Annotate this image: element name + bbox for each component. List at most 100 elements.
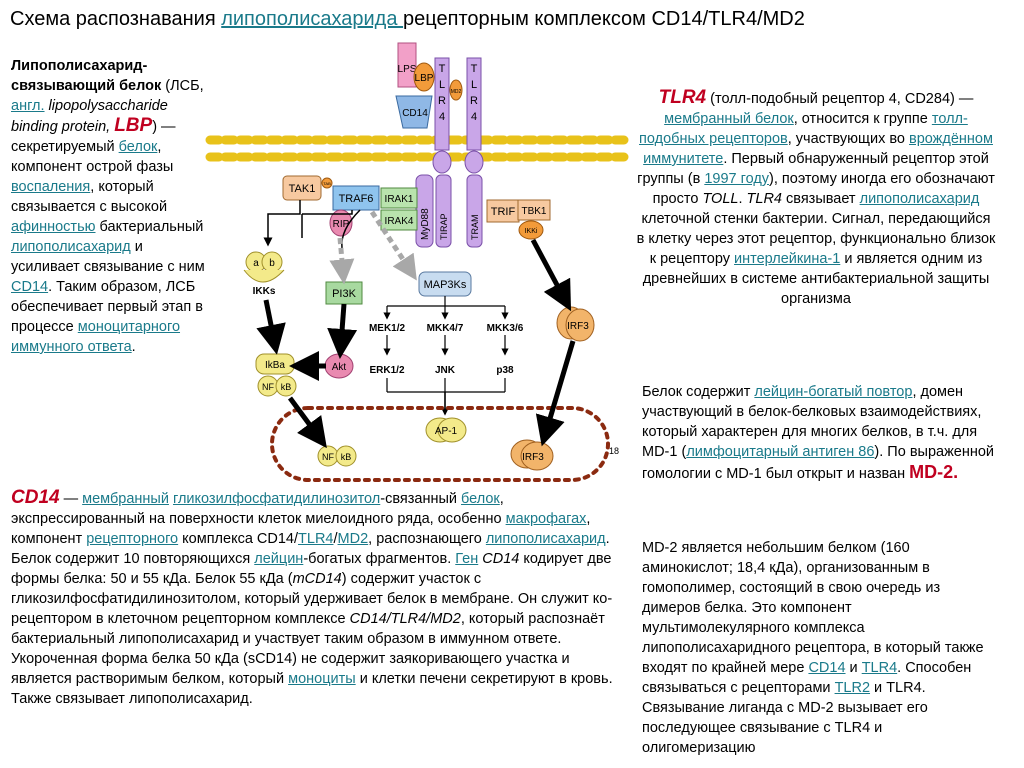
lps-label: LPS [398, 64, 417, 75]
lbp-description: Липополисахарид-связывающий белок (ЛСБ, … [11, 56, 206, 357]
link-cd14-2[interactable]: CD14 [808, 660, 846, 676]
text: TOLL [702, 191, 739, 207]
text: кодирует две формы белка: 50 и 55 кДа. Б… [11, 551, 612, 587]
ikki-shape [518, 220, 544, 240]
link-md2[interactable]: MD2 [337, 531, 369, 547]
nucleus-boundary [270, 406, 610, 482]
text: ) содержит участок с гликозилфосфатидили… [11, 571, 613, 627]
cd14-shape [395, 95, 433, 129]
irf3-label: IRF3 [567, 321, 589, 332]
jnk-label: JNK [435, 365, 456, 376]
link-receptor[interactable]: рецепторного [86, 531, 179, 547]
text: ), поэтому иногда его обозначают просто [652, 171, 995, 207]
tirap-shape [435, 174, 452, 248]
link-belok[interactable]: белок [118, 139, 158, 155]
text: и усиливает связывание с ним [11, 239, 205, 275]
link-vospalenie[interactable]: воспаления [11, 179, 91, 195]
tbk1-box [517, 199, 551, 221]
arrows [263, 200, 361, 249]
link-lrr[interactable]: лейцин-богатый повтор [754, 384, 913, 400]
link-toll-like[interactable]: толл-подобных рецепторов [639, 111, 968, 147]
text: бактериальный [95, 219, 204, 235]
link-leucine[interactable]: лейцин [254, 551, 304, 567]
link-gene[interactable]: Ген [455, 551, 479, 567]
cd14-shape-label: CD14 [402, 108, 428, 119]
akt-label: Akt [332, 362, 347, 373]
md2-description: MD-2 является небольшим белком (160 амин… [642, 538, 998, 758]
tlr4-label: TLR4 [658, 87, 707, 108]
p38-label: p38 [496, 365, 514, 376]
page-title: Схема распознавания липополисахарида рец… [10, 8, 805, 31]
link-cd14[interactable]: CD14 [11, 279, 49, 295]
text: . Белок содержит 10 повторяющихся [11, 531, 610, 567]
link-macrophages[interactable]: макрофагах [505, 511, 587, 527]
link-innate-immunity[interactable]: врождённом иммунитете [643, 131, 993, 167]
cd14-label: CD14 [11, 487, 60, 508]
tab-label: TAB [323, 181, 331, 186]
link-lps-3[interactable]: липополисахарид [485, 531, 606, 547]
mkk36-label: MKK3/6 [487, 323, 524, 334]
text: , относится к группе [793, 111, 932, 127]
tram-label: TRAM [470, 215, 480, 241]
lps-shape [397, 42, 417, 88]
irf3-shape-2 [565, 308, 595, 342]
link-tlr4[interactable]: TLR4 [861, 660, 898, 676]
page-number: 18 [609, 446, 619, 456]
tlr-letter: T [439, 63, 446, 75]
link-tlr4-2[interactable]: TLR4 [298, 531, 334, 547]
text: MD-2 является небольшим белком (160 амин… [642, 540, 984, 676]
text: . [738, 191, 747, 207]
text: TLR4 [746, 191, 782, 207]
link-angl[interactable]: англ. [11, 98, 45, 114]
text: — [59, 491, 83, 507]
title-link-lps[interactable]: липополисахарида [221, 8, 404, 30]
title-text-end: рецепторным комплексом CD14/TLR4/MD2 [403, 8, 805, 30]
link-membrane[interactable]: мембранный [82, 491, 169, 507]
link-monocytes[interactable]: моноциты [288, 671, 356, 687]
pi3k-label: PI3K [332, 288, 357, 300]
text: . Первый обнаруженный рецептор этой груп… [637, 151, 989, 187]
text: , домен участвующий в белок-белковых вза… [642, 384, 982, 460]
md2-shape [449, 79, 463, 101]
trif-label: TRIF [491, 206, 516, 218]
text: , участвующих во [787, 131, 910, 147]
ikba-label: IkBa [265, 360, 285, 371]
md2-label: MD-2. [909, 462, 959, 482]
erk12-label: ERK1/2 [369, 365, 404, 376]
link-afinnost[interactable]: афинностью [11, 219, 96, 235]
lbp-shape-label: LBP [415, 73, 434, 84]
title-text: Схема распознавания [10, 8, 222, 30]
link-gpi[interactable]: гликозилфосфатидилинозитол [172, 491, 381, 507]
link-tlr2[interactable]: TLR2 [834, 680, 871, 696]
text: и является одним из древнейших в системе… [642, 251, 990, 307]
kb-shape [275, 375, 297, 397]
link-ly86[interactable]: лимфоцитарный антиген 86 [686, 444, 875, 460]
text: клеточной стенки бактерии. Сигнал, перед… [636, 211, 996, 267]
link-il1[interactable]: интерлейкина-1 [734, 251, 841, 267]
text: , который распознаёт бактериальный липоп… [11, 611, 605, 687]
link-protein[interactable]: белок [461, 491, 500, 507]
tak1-label: TAK1 [289, 183, 316, 195]
lbp-heading: Липополисахарид-связывающий белок [11, 58, 162, 94]
text: ) — секретируемый [11, 119, 176, 155]
link-lps[interactable]: липополисахарид [11, 239, 131, 255]
ap1-right [437, 417, 467, 443]
text: (ЛСБ, [161, 78, 204, 94]
link-lps-2[interactable]: липополисахарид [859, 191, 980, 207]
lbp-label: LBP [114, 115, 153, 136]
ikks-label: IKKs [253, 286, 276, 297]
ikk-gamma [243, 269, 285, 283]
tab-shape [321, 177, 333, 189]
irak4-label: IRAK4 [385, 216, 414, 227]
traf6-label: TRAF6 [339, 193, 374, 205]
ikk-beta-label: b [269, 258, 275, 269]
ikk-alpha-label: a [253, 258, 259, 269]
irak1-box [380, 187, 418, 209]
link-monocyte-response[interactable]: моноцитарного иммунного ответа [11, 319, 181, 355]
link-membrane-protein[interactable]: мембранный белок [664, 111, 794, 127]
text: , который связывается с высокой [11, 179, 168, 215]
tlr-letter: T [471, 63, 478, 75]
link-1997[interactable]: 1997 году [704, 171, 770, 187]
thick-arrows [256, 238, 576, 449]
